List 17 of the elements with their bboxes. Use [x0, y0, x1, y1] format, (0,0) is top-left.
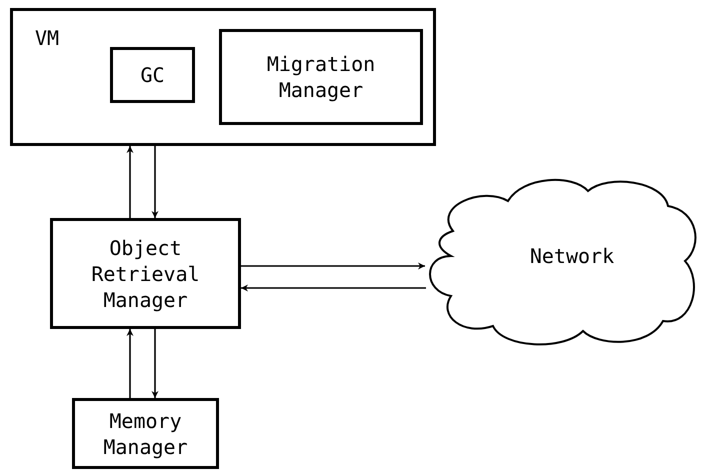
arrow: [126, 146, 134, 218]
box-label: GC: [140, 62, 165, 88]
vm-box: [10, 8, 436, 146]
box-label: Object Retrieval Manager: [90, 234, 201, 312]
box-label: Memory Manager: [102, 408, 189, 460]
arrow: [241, 284, 426, 292]
process-box: [219, 29, 423, 125]
arrow: [126, 329, 134, 398]
arrow: [241, 262, 425, 270]
arrow: [152, 146, 158, 218]
process-box: [72, 398, 219, 469]
process-box: [50, 218, 241, 329]
arrow: [152, 329, 158, 398]
box-label: Network: [530, 243, 614, 269]
box-label: VM: [35, 25, 60, 51]
process-box: [110, 47, 195, 103]
box-label: Migration Manager: [266, 51, 376, 103]
